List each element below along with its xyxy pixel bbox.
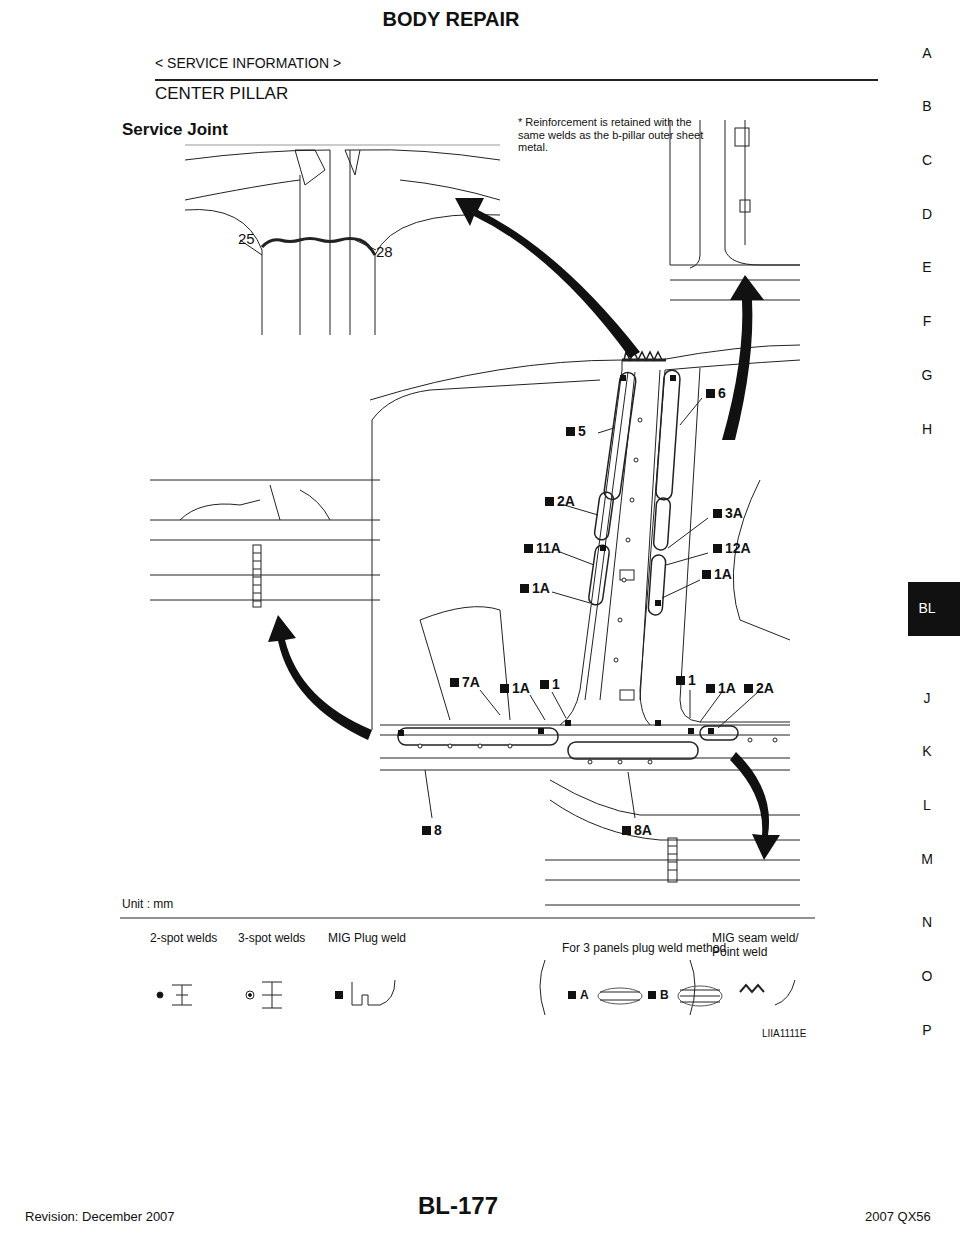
callout-number: 1A <box>706 680 736 696</box>
weld-zones <box>398 352 738 759</box>
note-text: * Reinforcement is retained with the sam… <box>518 116 718 154</box>
legend-text: 2-spot welds <box>150 932 217 946</box>
section-tab-letter: G <box>922 367 933 383</box>
callout-number: 1A <box>500 680 530 696</box>
footer-text: Revision: December 2007 <box>25 1210 175 1225</box>
dimension-label: 28 <box>376 243 393 260</box>
section-tab-letter: BL <box>918 600 935 616</box>
callout-number: 6 <box>706 385 726 401</box>
footer-text: 2007 QX56 <box>865 1210 931 1225</box>
callout-number: 11A <box>524 540 561 556</box>
callout-number: 2A <box>744 680 774 696</box>
legend-text: MIG seam weld/ Point weld <box>712 932 812 960</box>
header-rule <box>155 79 878 81</box>
dimension-label: 25 <box>238 230 255 247</box>
section-tab-letter: B <box>922 98 931 114</box>
leader-lines <box>425 398 758 818</box>
section-tab-letter: F <box>923 313 932 329</box>
legend-text: 3-spot welds <box>238 932 305 946</box>
left-inset <box>150 480 380 607</box>
legend-rule <box>120 918 815 919</box>
figure-heading: Service Joint <box>122 120 228 140</box>
page-number: BL-177 <box>418 1192 498 1220</box>
section-tab <box>908 582 960 636</box>
callout-number: 1 <box>540 676 560 692</box>
legend-symbols <box>157 960 795 1015</box>
callout-number: 3A <box>713 505 743 521</box>
view-arrows <box>268 198 780 860</box>
running-header: < SERVICE INFORMATION > <box>155 55 341 71</box>
section-tab-letter: C <box>922 152 932 168</box>
top-inset <box>185 145 500 335</box>
section-tab-letter: D <box>922 206 932 222</box>
section-tab-letter: K <box>922 743 931 759</box>
plug-weld-marks <box>398 375 714 736</box>
section-tab-letter: M <box>921 851 933 867</box>
right-inset <box>670 120 800 300</box>
callout-number: 1A <box>702 566 732 582</box>
page-title: BODY REPAIR <box>0 8 956 31</box>
callout-number: 7A <box>450 674 480 690</box>
unit-note: Unit : mm <box>122 898 173 912</box>
legend-text: B <box>660 989 669 1003</box>
callout-number: 5 <box>566 423 586 439</box>
section-tab-letter: P <box>922 1022 931 1038</box>
section-tab-letter: J <box>924 690 931 706</box>
spot-weld-dots <box>418 418 777 764</box>
figure-code: LIIA1111E <box>762 1028 806 1040</box>
section-tab-letter: A <box>922 45 931 61</box>
legend-note: For 3 panels plug weld method <box>562 942 726 956</box>
section-tab-letter: O <box>922 968 933 984</box>
callout-number: 8 <box>422 822 442 838</box>
section-tab-letter: H <box>922 421 932 437</box>
section-tab-letter: E <box>922 259 931 275</box>
section-tab-letter: N <box>922 914 932 930</box>
callout-number: 1 <box>676 672 696 688</box>
callout-number: 12A <box>713 540 751 556</box>
legend-text: A <box>580 989 589 1003</box>
callout-number: 8A <box>622 822 652 838</box>
legend-text: MIG Plug weld <box>328 932 406 946</box>
callout-number: 2A <box>545 493 575 509</box>
callout-number: 1A <box>520 580 550 596</box>
section-name: CENTER PILLAR <box>155 84 288 104</box>
section-tab-letter: L <box>923 797 931 813</box>
